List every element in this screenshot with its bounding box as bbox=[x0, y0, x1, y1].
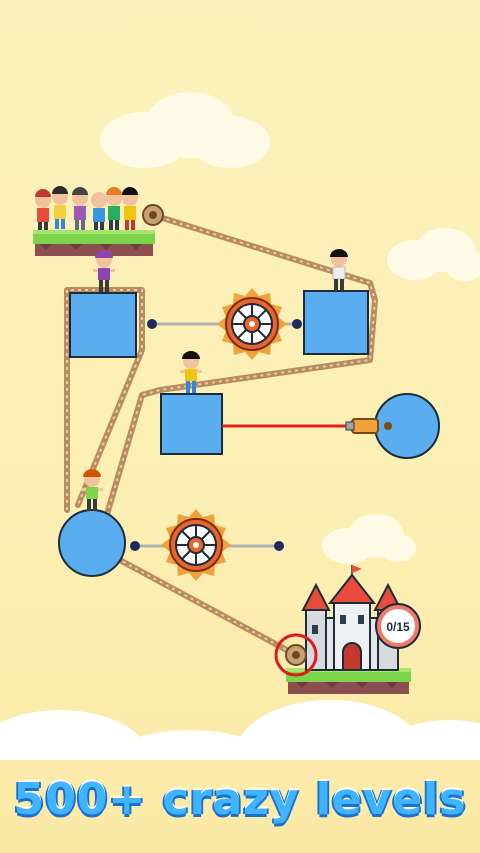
person-on-ball bbox=[81, 469, 103, 511]
cloud-middle bbox=[322, 514, 416, 564]
ball-left bbox=[58, 509, 126, 577]
game-board[interactable]: 0/15 bbox=[0, 0, 480, 760]
saw-blade-icon bbox=[161, 509, 231, 581]
promo-banner: 500+ crazy levels bbox=[0, 760, 480, 853]
promo-headline: 500+ crazy levels bbox=[13, 774, 467, 825]
level-counter: 0/15 bbox=[386, 620, 410, 634]
crowd bbox=[35, 186, 138, 230]
block-middle bbox=[160, 393, 223, 455]
start-platform bbox=[33, 230, 155, 256]
pulley-icon bbox=[142, 204, 164, 226]
person-on-block bbox=[180, 351, 202, 393]
cloud-bottom bbox=[0, 700, 480, 760]
laser-gun-icon bbox=[345, 418, 392, 434]
cloud-right bbox=[387, 228, 480, 281]
saw-blade-icon bbox=[217, 288, 287, 360]
person-on-block bbox=[93, 250, 115, 292]
target-pulley[interactable] bbox=[274, 633, 318, 677]
person-on-block bbox=[330, 249, 348, 291]
block-left-top bbox=[69, 292, 137, 358]
block-right-top bbox=[303, 290, 369, 355]
counter-badge-icon: 0/15 bbox=[375, 603, 421, 670]
cloud-top bbox=[100, 92, 270, 168]
